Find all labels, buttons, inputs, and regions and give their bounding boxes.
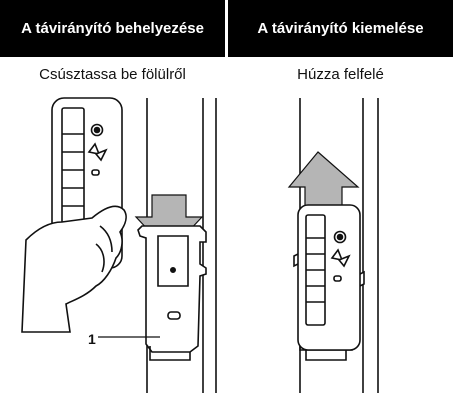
header-remove: A távirányító kiemelése (228, 0, 453, 57)
header-insert-text: A távirányító behelyezése (21, 20, 204, 37)
remote-controller-right (297, 204, 361, 351)
remote-holder-left (137, 225, 207, 361)
header-insert: A távirányító behelyezése (0, 0, 225, 57)
header-remove-text: A távirányító kiemelése (257, 20, 424, 37)
hand (21, 205, 127, 333)
instruction-insert: Csúsztassa be fölülről (39, 66, 186, 83)
instruction-remove: Húzza felfelé (297, 66, 384, 83)
callout-label: 1 (88, 331, 96, 347)
